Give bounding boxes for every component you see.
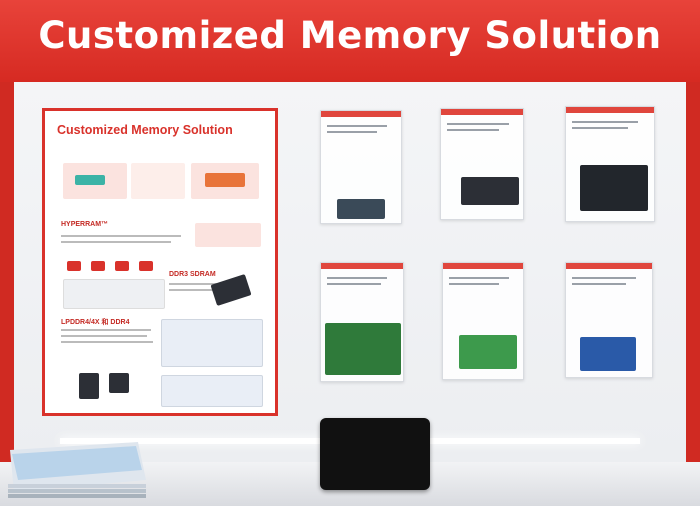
memory-dev-board	[580, 165, 648, 211]
poster-section-heading: DDR3 SDRAM	[169, 271, 216, 278]
board-display-card	[440, 108, 524, 220]
poster-diagram	[131, 163, 185, 199]
feature-icon	[115, 261, 129, 271]
dram-chip-graphic	[109, 373, 129, 393]
feature-icon	[139, 261, 153, 271]
feature-icon	[67, 261, 81, 271]
board-display-card	[565, 262, 653, 378]
banner-title: Customized Memory Solution	[38, 14, 662, 57]
right-pillar	[686, 82, 700, 462]
dram-chip-graphic	[79, 373, 99, 399]
tablet-display-icon	[320, 418, 430, 490]
poster-title: Customized Memory Solution	[57, 123, 233, 137]
product-poster: Customized Memory Solution HYPERRAM™ DDR…	[42, 108, 278, 416]
memory-dev-board	[459, 335, 517, 369]
left-pillar	[0, 82, 14, 462]
board-display-card	[320, 110, 402, 224]
booth-banner: Customized Memory Solution	[0, 0, 700, 82]
poster-table	[63, 279, 165, 309]
dram-chip-graphic	[210, 273, 252, 307]
board-display-card	[565, 106, 655, 222]
feature-icon	[91, 261, 105, 271]
memory-dev-board	[461, 177, 519, 205]
poster-table	[161, 375, 263, 407]
poster-section-heading: LPDDR4/4X 和 DDR4	[61, 319, 130, 326]
chip-graphic	[75, 175, 105, 185]
chip-graphic	[205, 173, 245, 187]
board-display-card	[442, 262, 524, 380]
memory-dev-board	[325, 323, 401, 375]
poster-table	[161, 319, 263, 367]
memory-dev-board	[337, 199, 385, 219]
brochure-stack-icon	[8, 442, 146, 498]
board-display-card	[320, 262, 404, 382]
poster-section-heading: HYPERRAM™	[61, 221, 109, 228]
poster-diagram	[195, 223, 261, 247]
memory-dev-board	[580, 337, 636, 371]
